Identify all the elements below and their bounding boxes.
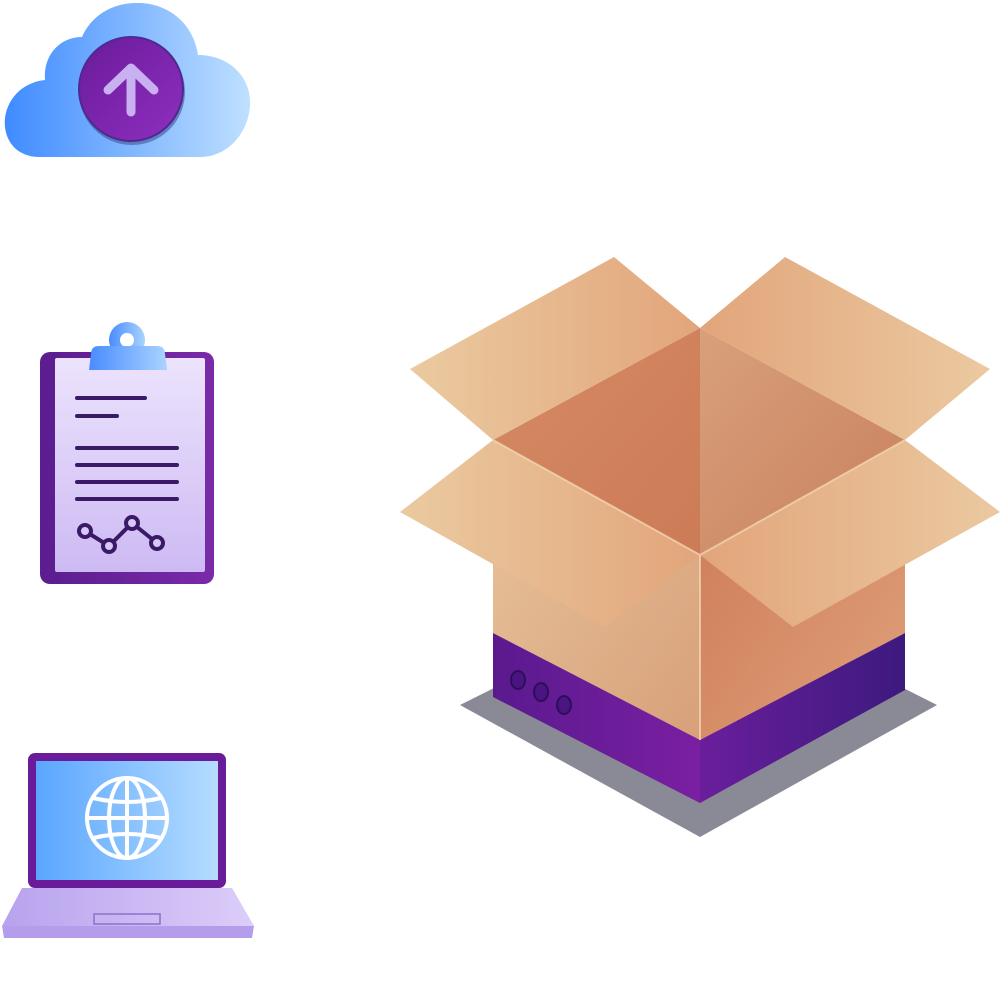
clipboard-report-icon (35, 318, 220, 590)
laptop-globe-icon (0, 748, 256, 944)
open-box-server-icon (395, 250, 1000, 845)
cloud-upload-icon (0, 0, 255, 165)
